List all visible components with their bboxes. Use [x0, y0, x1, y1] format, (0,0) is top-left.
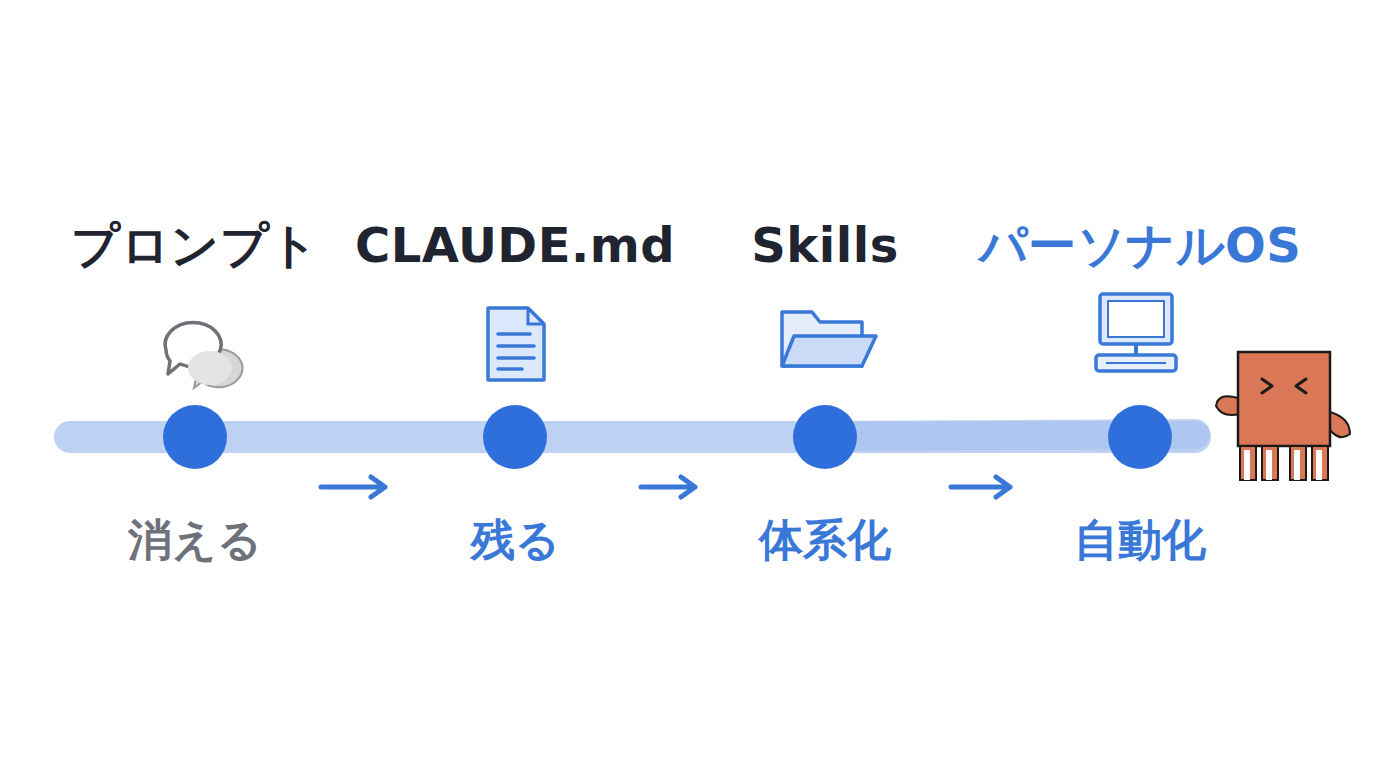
- stage-label: 体系化: [759, 512, 891, 568]
- flow-arrow: [641, 477, 695, 497]
- mascot-character: [1216, 352, 1350, 480]
- timeline-stage: Skills 体系化: [705, 200, 945, 580]
- stage-label: 自動化: [1074, 512, 1206, 568]
- stage-heading: CLAUDE.md: [355, 215, 675, 275]
- stage-heading: Skills: [751, 215, 898, 275]
- timeline-stage: パーソナルOS自動化: [1020, 200, 1260, 580]
- timeline-dot: [1108, 405, 1172, 469]
- flow-arrow: [321, 477, 385, 497]
- stage-label: 消える: [128, 512, 262, 568]
- timeline-stage: プロンプト消える: [75, 200, 315, 580]
- stage-heading: プロンプト: [71, 215, 319, 275]
- stage-label: 残る: [471, 512, 560, 568]
- folder-icon: [782, 312, 876, 366]
- stage-heading: パーソナルOS: [979, 215, 1302, 275]
- document-icon: [488, 308, 544, 380]
- speech-bubble-icon: [165, 323, 242, 388]
- timeline-dot: [793, 405, 857, 469]
- timeline-dot: [483, 405, 547, 469]
- timeline-stage: CLAUDE.md残る: [395, 200, 635, 580]
- flow-arrow: [951, 477, 1010, 497]
- timeline-band: [70, 421, 1195, 453]
- timeline-dot: [163, 405, 227, 469]
- computer-icon: [1096, 294, 1176, 371]
